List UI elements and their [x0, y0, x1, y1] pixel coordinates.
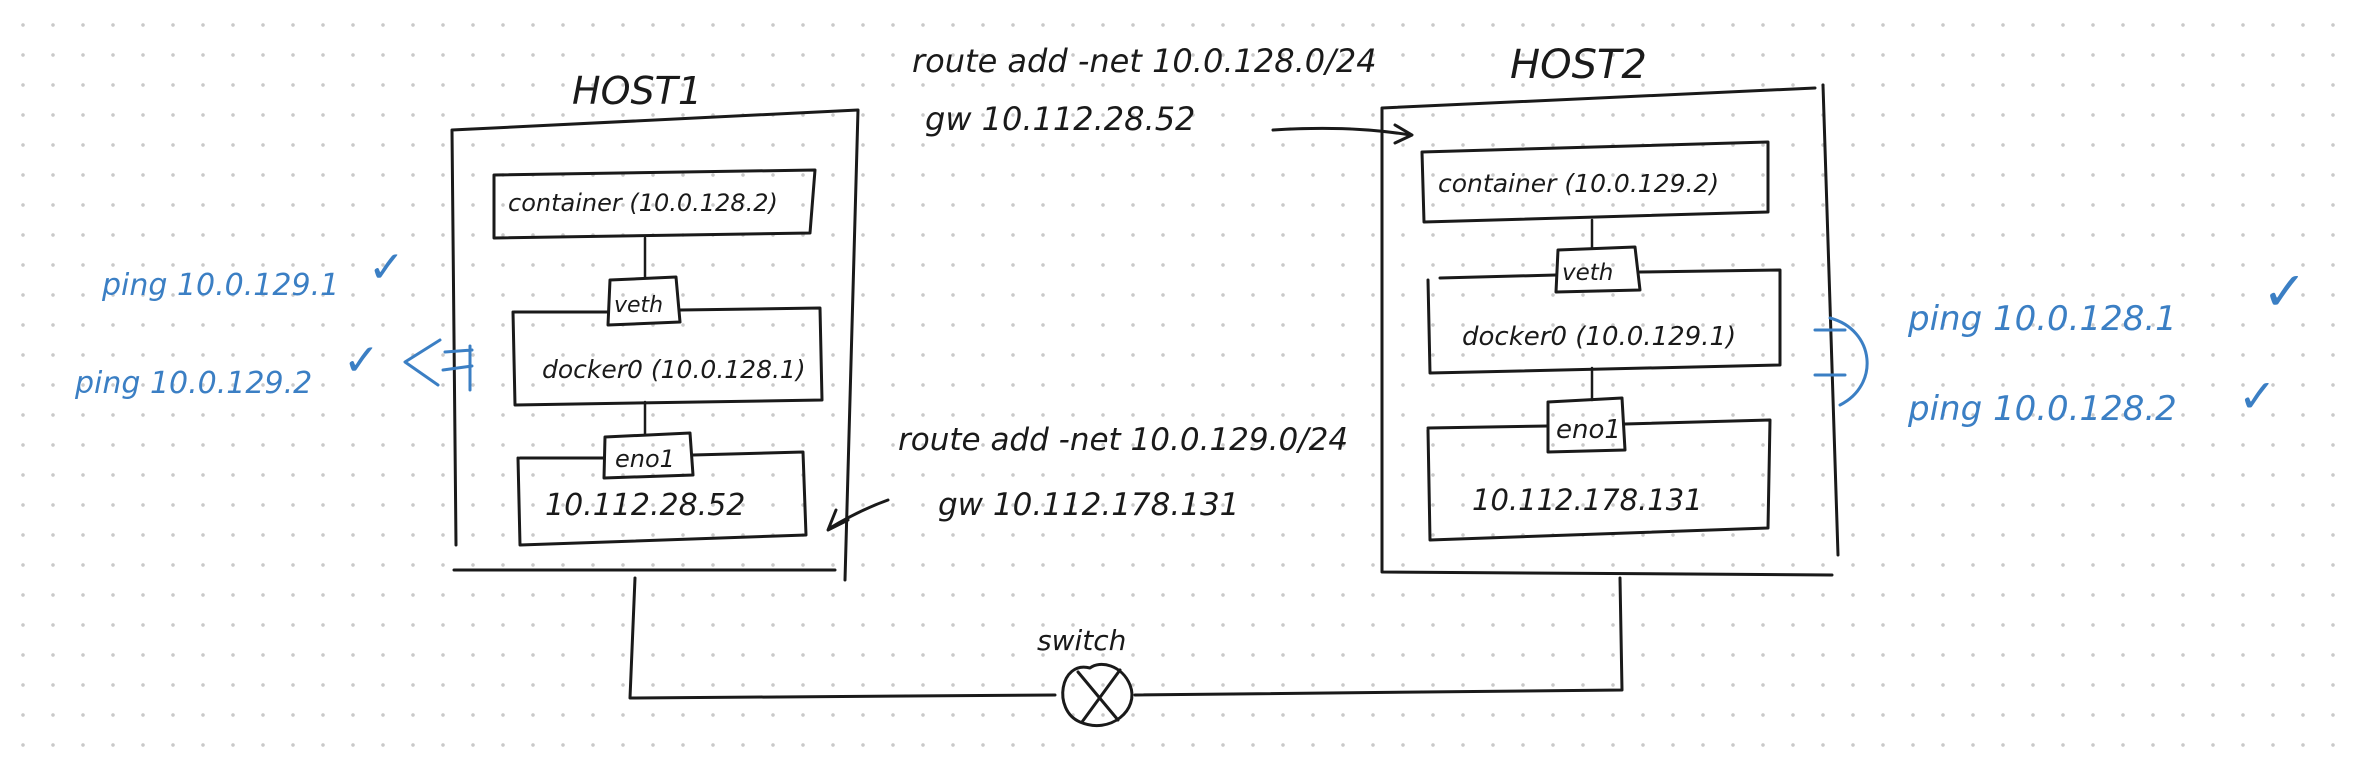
- right-ping-annotations: ping 10.0.128.1 ✓ ping 10.0.128.2 ✓: [1813, 260, 2307, 429]
- host2-eno1-label: eno1: [1556, 415, 1621, 445]
- host2-docker0-label: docker0 (10.0.129.1): [1462, 322, 1736, 352]
- host1-ip-label: 10.112.28.52: [545, 488, 745, 523]
- host1-title: HOST1: [572, 69, 702, 113]
- left-check-1: ✓: [368, 242, 405, 293]
- right-check-1: ✓: [2262, 260, 2307, 323]
- left-ping-1: ping 10.0.129.1: [101, 268, 339, 303]
- switch-label: switch: [1037, 624, 1126, 657]
- switch-group: switch: [628, 576, 1624, 728]
- switch-icon: [1061, 662, 1134, 728]
- route-to-host2-line1: route add -net 10.0.128.0/24: [912, 42, 1377, 80]
- host1-nic-box: [516, 450, 808, 547]
- right-ping-2: ping 10.0.128.2: [1907, 389, 2177, 429]
- host2-nic-box: [1426, 418, 1772, 542]
- host1-veth-label: veth: [614, 293, 663, 318]
- host2-veth-box: [1554, 245, 1642, 294]
- host2-group: HOST2 container (10.0.129.2) veth docker…: [1380, 42, 1840, 577]
- host1-docker0-box: [511, 306, 824, 407]
- host2-container-label: container (10.0.129.2): [1438, 169, 1719, 198]
- host2-eno1-box: [1546, 396, 1627, 454]
- route-to-host2-line2: gw 10.112.28.52: [925, 100, 1195, 138]
- host1-container-box: [492, 168, 817, 240]
- cable-host2-switch: [1133, 576, 1624, 697]
- left-ping-annotations: ping 10.0.129.1 ✓ ping 10.0.129.2 ✓: [74, 242, 474, 401]
- left-arrow-head-icon: [403, 338, 442, 387]
- right-check-2: ✓: [2238, 369, 2277, 423]
- host1-group: HOST1 container (10.0.128.2) veth docker…: [450, 69, 860, 582]
- host2-ip-label: 10.112.178.131: [1472, 483, 1703, 517]
- host2-docker0-box: [1426, 268, 1782, 375]
- host1-veth-box: [606, 275, 682, 327]
- route-to-host1-line2: gw 10.112.178.131: [938, 487, 1239, 523]
- right-ping-1: ping 10.0.128.1: [1907, 299, 2177, 339]
- route-to-host1-line1: route add -net 10.0.129.0/24: [898, 422, 1348, 458]
- right-arrow-icon: [1813, 316, 1869, 407]
- host2-veth-label: veth: [1562, 260, 1613, 286]
- host2-outer-box: [1380, 83, 1840, 577]
- left-check-2: ✓: [343, 335, 380, 386]
- host1-outer-box: [450, 108, 860, 582]
- route-arrow-to-host2: [1271, 123, 1414, 145]
- left-ping-2: ping 10.0.129.2: [74, 366, 312, 401]
- cable-host1-switch: [628, 576, 1057, 700]
- host1-eno1-box: [602, 431, 695, 480]
- host1-eno1-label: eno1: [615, 445, 675, 473]
- host1-container-label: container (10.0.128.2): [508, 189, 778, 217]
- left-arrow-body-icon: [441, 344, 474, 392]
- host1-docker0-label: docker0 (10.0.128.1): [542, 355, 806, 384]
- host2-title: HOST2: [1510, 42, 1647, 88]
- switch-cross-icon: [1076, 668, 1122, 724]
- host2-container-box: [1420, 140, 1770, 224]
- route-arrow-to-host1: [826, 498, 890, 532]
- route-annotations: route add -net 10.0.128.0/24 gw 10.112.2…: [826, 42, 1414, 532]
